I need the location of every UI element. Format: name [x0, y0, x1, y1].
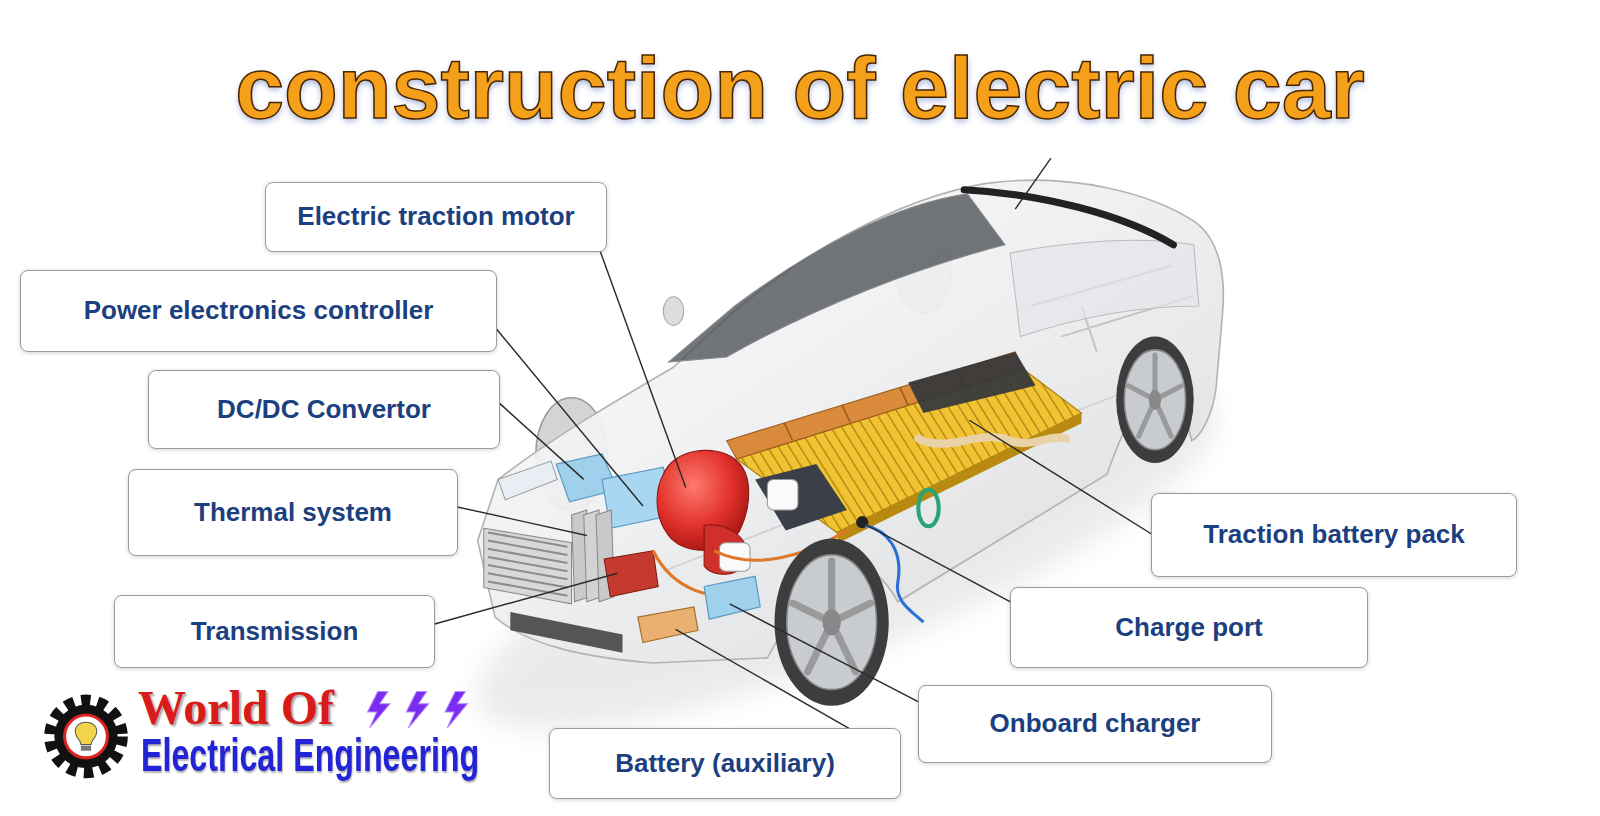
- leader-line: [499, 403, 584, 480]
- bulb-icon: [75, 722, 96, 744]
- battery-dark-block: [908, 352, 1036, 413]
- module-separator: [784, 423, 792, 440]
- component-label: Electric traction motor: [297, 202, 574, 232]
- diagram-title: construction of electric car: [0, 44, 1600, 132]
- bulb-base: [81, 746, 91, 751]
- lightning-bolt: [406, 692, 428, 729]
- label-box: Battery (auxiliary): [549, 728, 901, 799]
- transmission-housing: [604, 551, 658, 597]
- label-box: DC/DC Convertor: [148, 370, 500, 449]
- component-label: Traction battery pack: [1203, 520, 1465, 550]
- leader-line: [865, 524, 1014, 604]
- lower-intake: [510, 612, 622, 653]
- leader-line: [969, 420, 1154, 535]
- hub: [822, 609, 840, 636]
- roof-strip: [964, 190, 1173, 245]
- side-window: [1010, 240, 1199, 336]
- component-label: Charge port: [1115, 613, 1262, 643]
- rim: [787, 555, 877, 690]
- battery-side: [837, 413, 1082, 543]
- module-separator: [842, 405, 850, 422]
- label-box: Thermal system: [128, 469, 458, 556]
- side-mirror: [663, 297, 683, 326]
- component-label: DC/DC Convertor: [217, 395, 431, 425]
- tyre: [775, 539, 889, 706]
- rear-wheel: [1116, 337, 1194, 463]
- label-box: Transmission: [114, 595, 435, 668]
- front-wheel: [775, 539, 889, 706]
- component-label: Power electronics controller: [84, 296, 434, 326]
- antenna-leader: [1015, 158, 1051, 209]
- grille-bar: [488, 581, 568, 595]
- label-box: Traction battery pack: [1151, 493, 1517, 577]
- onboard-charger-block: [704, 576, 760, 619]
- label-box: Power electronics controller: [20, 270, 497, 352]
- gear-center: [65, 715, 108, 758]
- component-label: Transmission: [191, 617, 359, 647]
- label-box: Electric traction motor: [265, 182, 607, 252]
- spokes: [1129, 355, 1181, 436]
- leader-line: [434, 573, 618, 624]
- label-box: Onboard charger: [918, 685, 1272, 763]
- grille-bar: [488, 565, 568, 579]
- component-label: Battery (auxiliary): [615, 749, 835, 779]
- coolant-reservoir: [767, 479, 798, 510]
- tyre: [1116, 337, 1194, 463]
- lightning-bolts: [368, 692, 468, 729]
- grille-bar: [488, 557, 568, 571]
- component-label: Thermal system: [194, 498, 392, 528]
- spokes: [793, 561, 871, 672]
- headlight: [498, 461, 557, 500]
- leader-line: [676, 629, 849, 728]
- cable-harness: [918, 437, 1066, 443]
- side-logo: [918, 490, 938, 527]
- lightning-bolt: [445, 692, 467, 729]
- leader-line: [457, 507, 587, 536]
- module-separator: [900, 387, 908, 404]
- gear-logo: [50, 701, 121, 772]
- logo-text: Electrical Engineering: [141, 732, 479, 778]
- grille-bar: [488, 541, 568, 555]
- grille-bars: [488, 532, 568, 595]
- gear-teeth: [50, 701, 121, 772]
- label-box: Charge port: [1010, 587, 1368, 668]
- leader-line: [730, 604, 923, 704]
- grille-bar: [488, 573, 568, 587]
- rim: [1124, 350, 1185, 450]
- gear-body: [54, 705, 117, 768]
- hub: [1149, 390, 1161, 410]
- logo-text: World Of: [138, 684, 334, 732]
- component-label: Onboard charger: [990, 709, 1201, 739]
- grille: [484, 528, 572, 603]
- leader-line: [600, 251, 686, 488]
- dark-block: [755, 464, 847, 530]
- windshield: [668, 194, 1005, 362]
- lightning-bolt: [368, 692, 390, 729]
- grille-bar: [488, 532, 568, 546]
- grille-bar: [488, 549, 568, 563]
- leader-line: [496, 328, 643, 505]
